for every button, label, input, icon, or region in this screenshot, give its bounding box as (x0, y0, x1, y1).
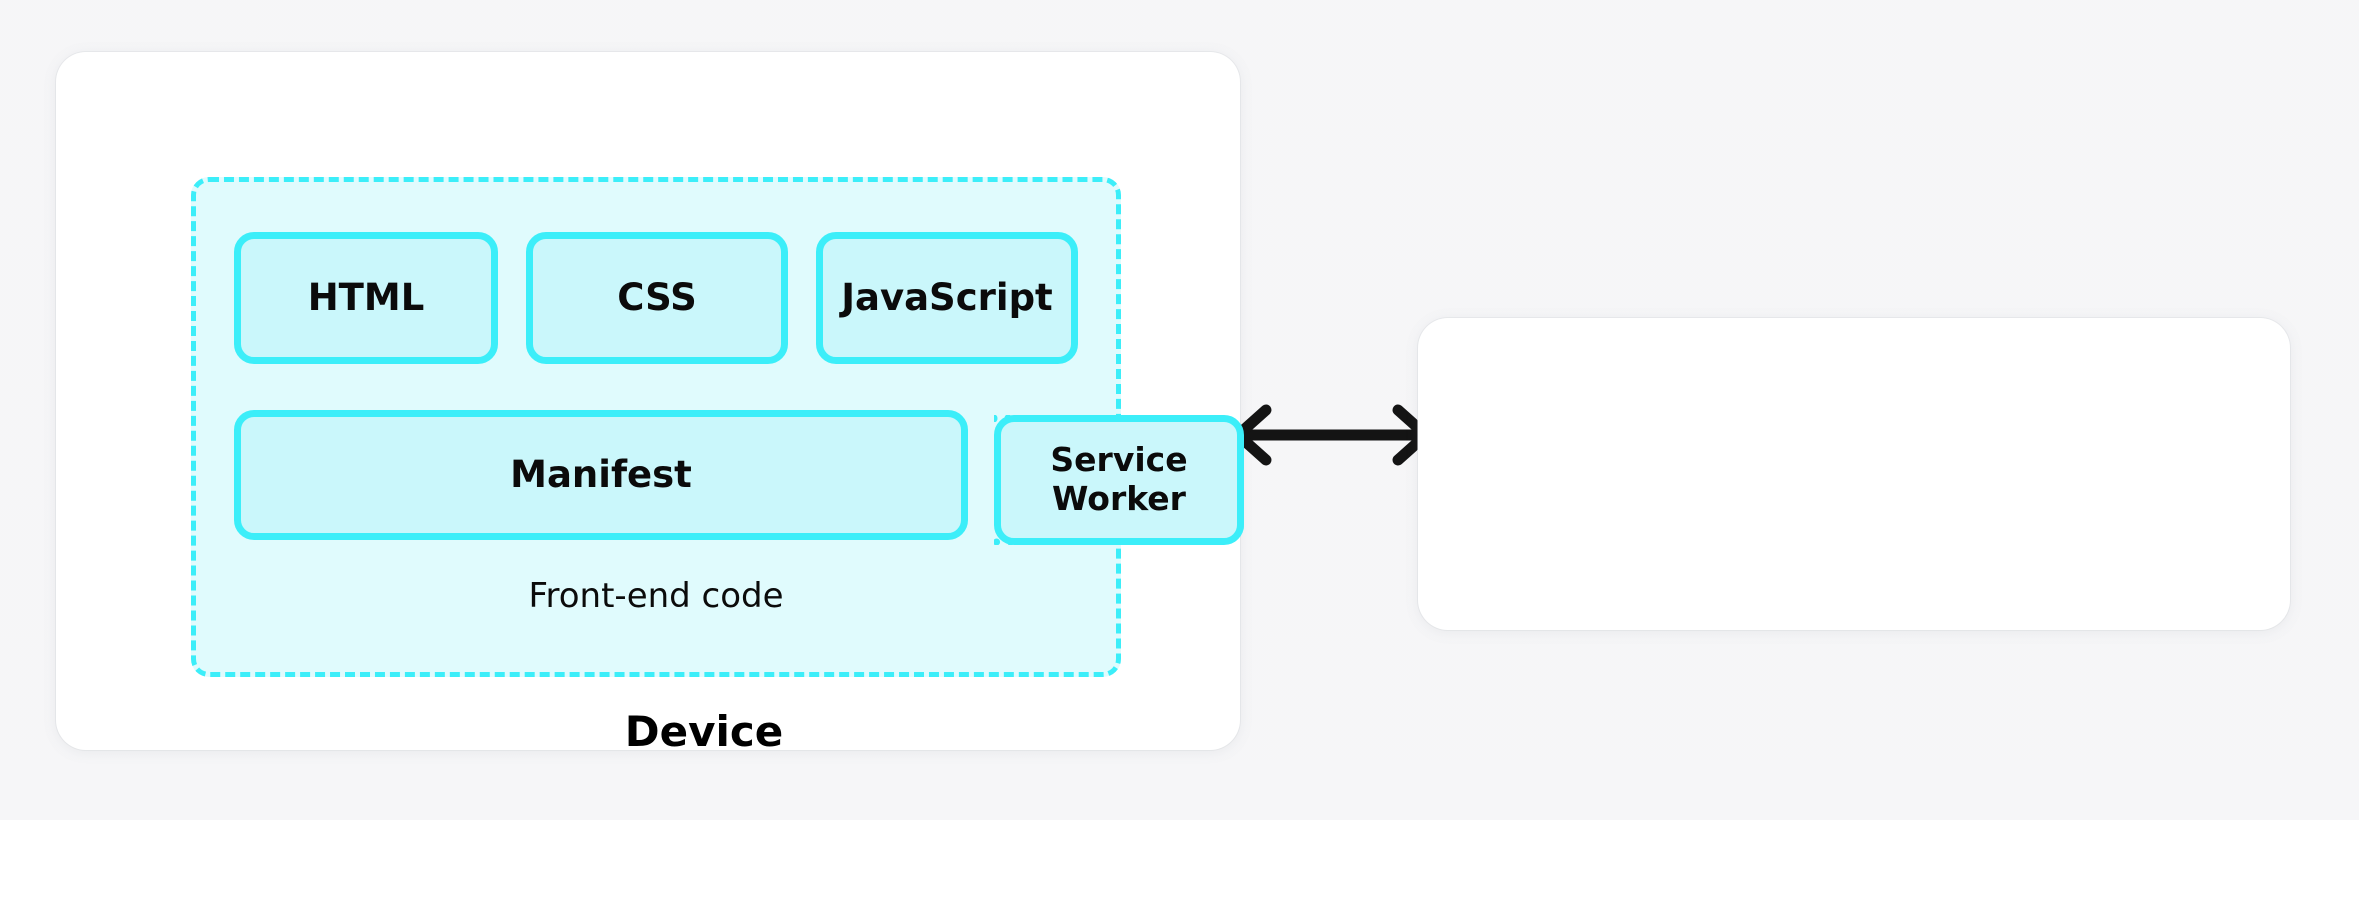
tech-box-javascript[interactable]: JavaScript (816, 232, 1078, 364)
service-worker-label-line2: Worker (1052, 479, 1186, 518)
device-panel: HTML CSS JavaScript Manifest Service Wor… (56, 52, 1244, 756)
diagram-canvas: HTML CSS JavaScript Manifest Service Wor… (0, 0, 2359, 820)
bidirectional-arrow-icon (1232, 404, 1432, 466)
frontend-code-caption: Front-end code (528, 576, 784, 616)
tech-box-manifest[interactable]: Manifest (234, 410, 968, 540)
tech-box-service-worker[interactable]: Service Worker (994, 415, 1244, 545)
web-server-panel: Back-end code Web server (1418, 318, 2290, 630)
tech-box-html[interactable]: HTML (234, 232, 498, 364)
device-caption: Device (624, 707, 784, 756)
service-worker-label-line1: Service (1050, 440, 1188, 480)
tech-box-css[interactable]: CSS (526, 232, 788, 364)
